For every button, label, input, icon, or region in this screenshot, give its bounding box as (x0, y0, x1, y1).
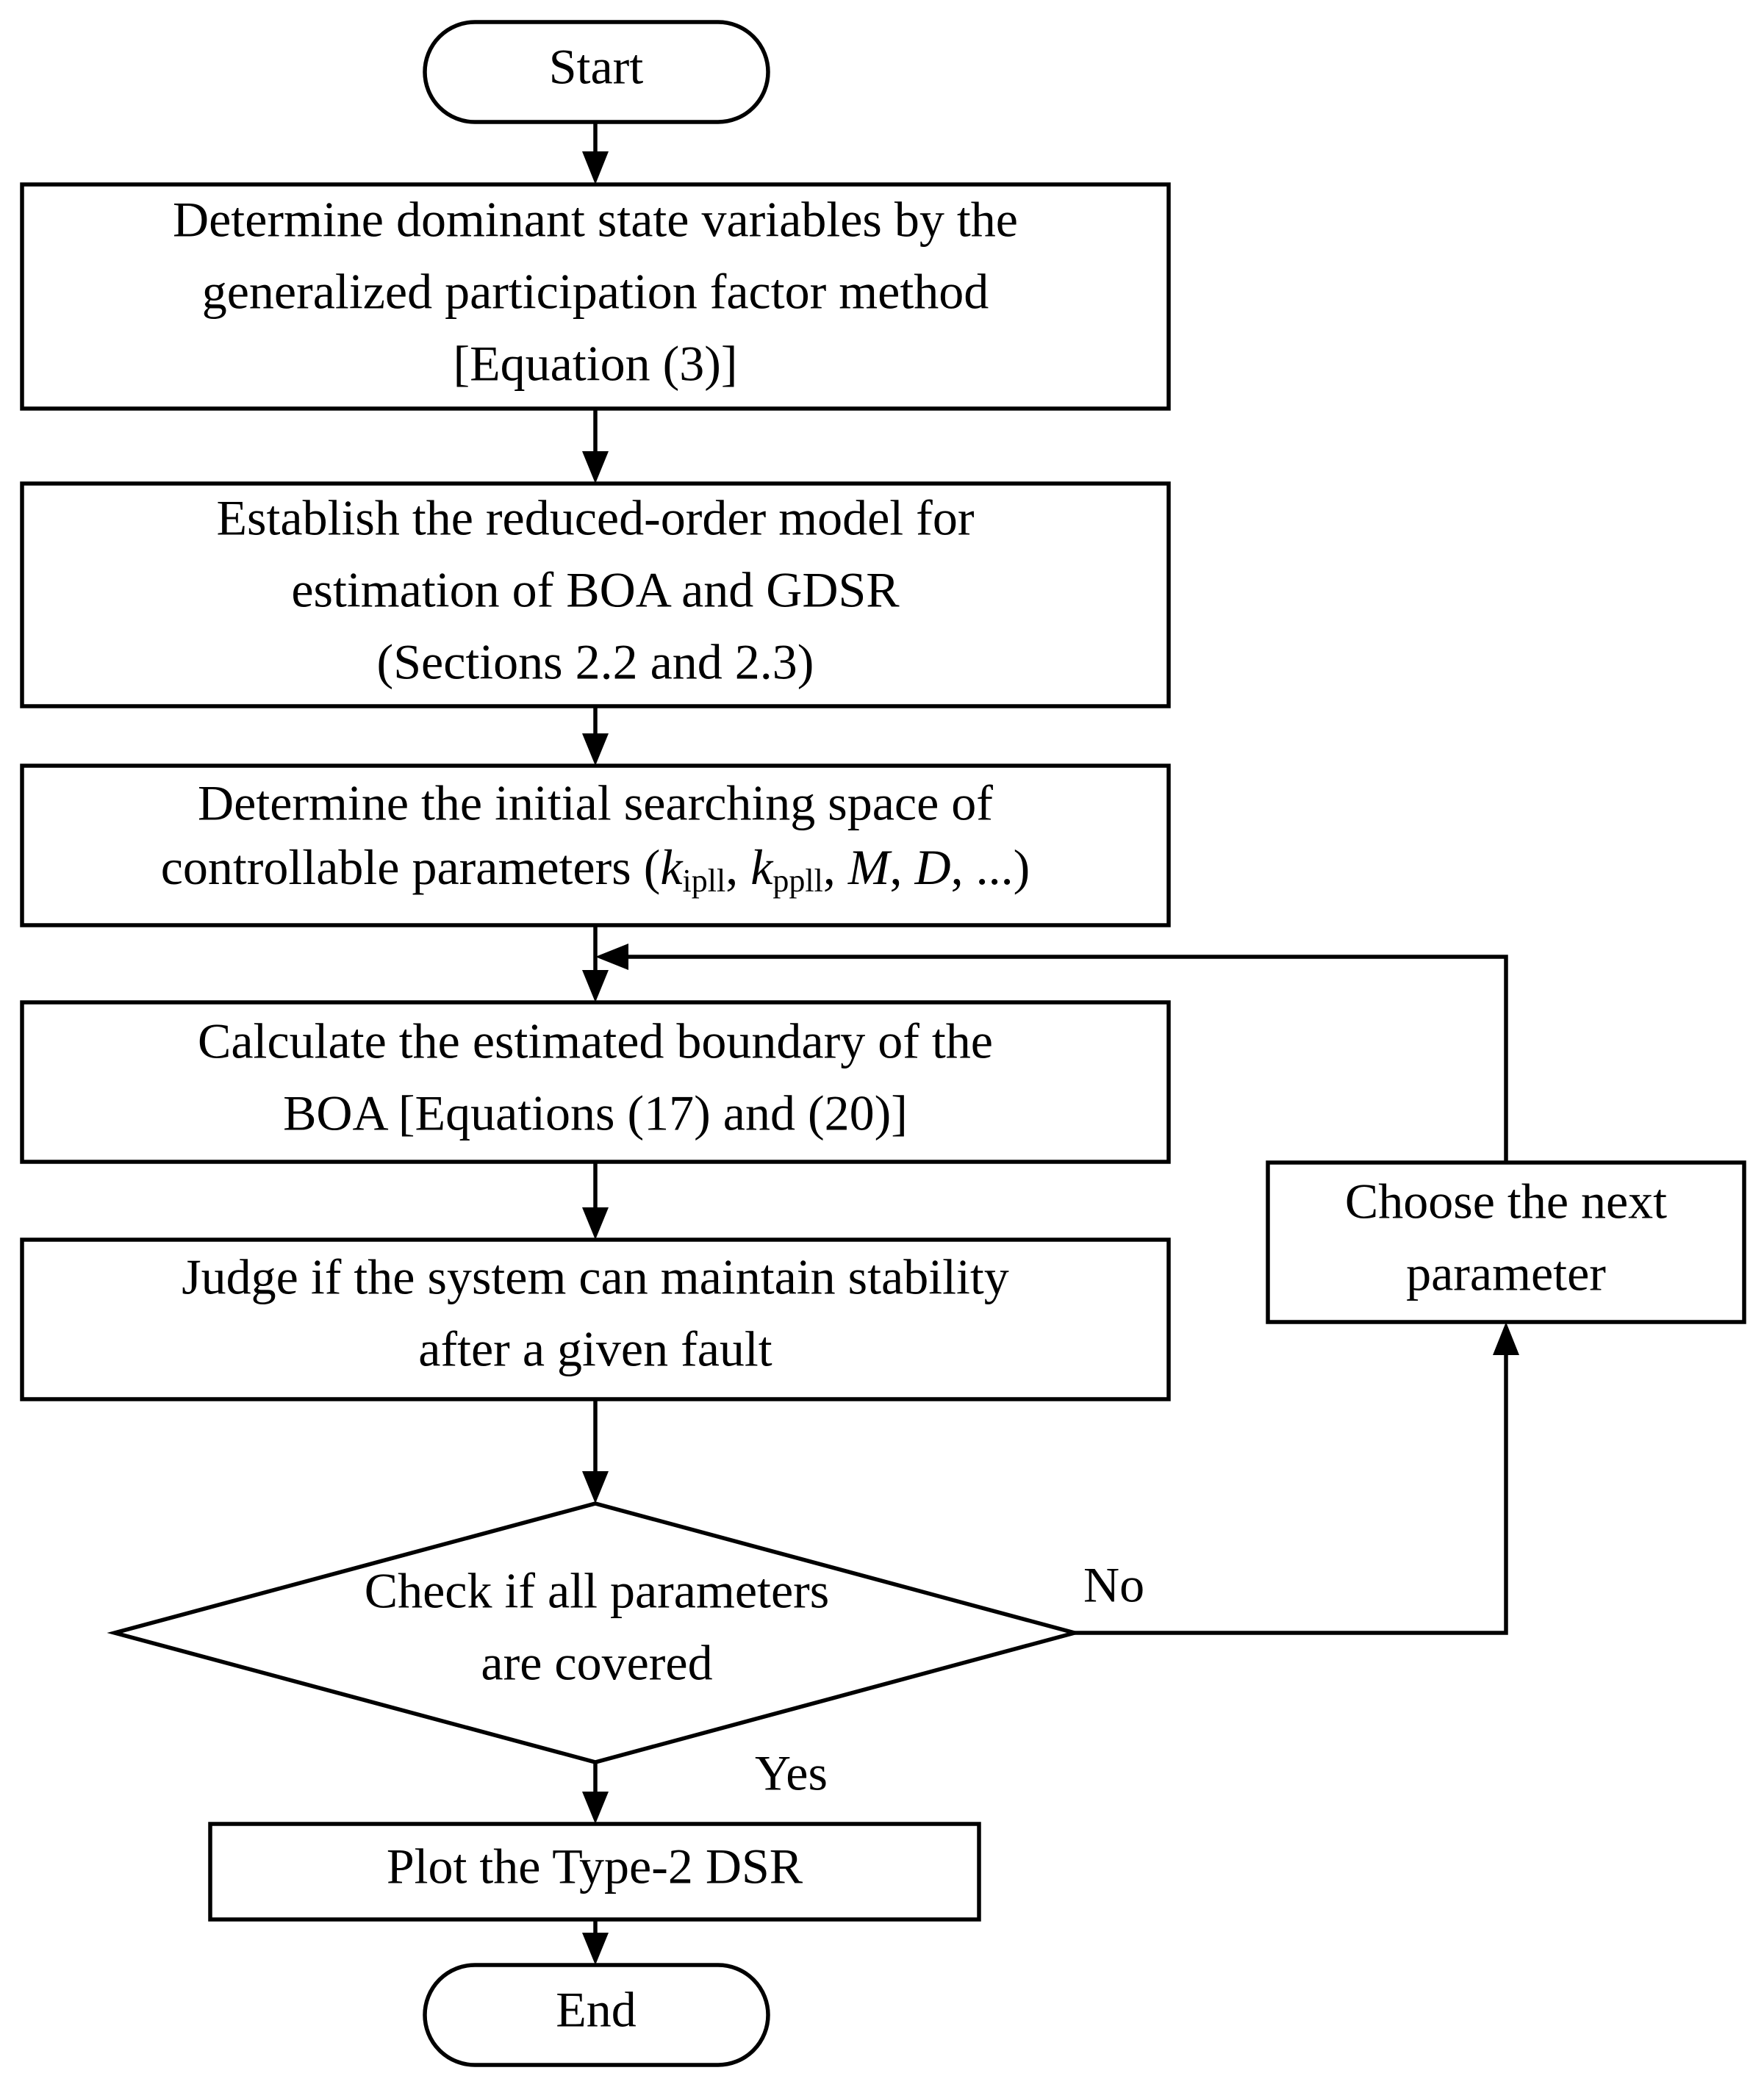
connector-step-5-to-decision (582, 1399, 609, 1504)
decision-line-1: Check if all parameters (365, 1563, 830, 1619)
decision-all-parameters-covered: Check if all parameters are covered (107, 1501, 1083, 1764)
start-terminal: Start (423, 20, 770, 124)
step-plot-dsr: Plot the Type-2 DSR (208, 1822, 981, 1922)
step-3-sep-3: , (890, 839, 915, 895)
step-2-line-2: estimation of BOA and GDSR (291, 562, 900, 618)
step-3-suffix: , ...) (951, 839, 1030, 895)
connector-step-1-to-step-2 (582, 409, 609, 484)
inertia-symbol: M (847, 839, 892, 895)
step-3-prefix: controllable parameters ( (161, 839, 661, 895)
connector-decision-to-final-step (582, 1762, 609, 1824)
decision-line-2: are covered (481, 1635, 712, 1691)
loop-box-line-1: Choose the next (1345, 1174, 1667, 1229)
connector-final-step-to-end (582, 1919, 609, 1965)
step-4-line-2: BOA [Equations (17) and (20)] (283, 1085, 908, 1141)
step-initial-searching-space: Determine the initial searching space of… (20, 764, 1171, 927)
k-ipll-subscript: ipll (683, 863, 726, 899)
step-4-line-1: Calculate the estimated boundary of the (198, 1013, 993, 1069)
connector-start-to-step-1 (582, 122, 609, 184)
final-step-label: Plot the Type-2 DSR (387, 1839, 803, 1894)
start-label: Start (549, 39, 644, 95)
damping-symbol: D (914, 839, 951, 895)
step-1-line-3: [Equation (3)] (453, 336, 737, 392)
step-estimated-boundary: Calculate the estimated boundary of the … (20, 1000, 1171, 1164)
step-5-line-1: Judge if the system can maintain stabili… (182, 1249, 1009, 1305)
yes-label: Yes (755, 1745, 828, 1801)
connector-step-2-to-step-3 (582, 706, 609, 766)
connector-no-branch-to-loop-box (1075, 1322, 1519, 1635)
loop-box-line-2: parameter (1406, 1246, 1606, 1301)
step-5-line-2: after a given fault (418, 1321, 772, 1377)
end-label: End (556, 1982, 637, 2038)
step-judge-stability: Judge if the system can maintain stabili… (20, 1238, 1171, 1401)
step-reduced-order-model: Establish the reduced-order model for es… (20, 481, 1171, 708)
step-3-line-1: Determine the initial searching space of (198, 775, 993, 831)
connector-loop-box-to-step-4 (595, 944, 1508, 1163)
k-ppll-subscript: ppll (772, 863, 822, 899)
k-ppll-symbol: k (750, 839, 774, 895)
step-dominant-variables: Determine dominant state variables by th… (20, 182, 1171, 411)
step-3-sep-1: , (725, 839, 750, 895)
end-terminal: End (423, 1963, 770, 2067)
no-label: No (1083, 1557, 1144, 1613)
step-1-line-2: generalized participation factor method (202, 264, 989, 320)
k-ipll-symbol: k (660, 839, 684, 895)
connector-step-4-to-step-5 (582, 1162, 609, 1240)
step-choose-next-parameter: Choose the next parameter (1266, 1160, 1746, 1324)
step-2-line-1: Establish the reduced-order model for (217, 490, 975, 546)
step-1-line-1: Determine dominant state variables by th… (173, 192, 1018, 248)
connector-step-3-to-step-4 (582, 925, 609, 1002)
step-3-line-2: controllable parameters (kipll, kppll, M… (161, 839, 1030, 899)
step-2-line-3: (Sections 2.2 and 2.3) (377, 634, 814, 690)
step-3-sep-2: , (823, 839, 848, 895)
